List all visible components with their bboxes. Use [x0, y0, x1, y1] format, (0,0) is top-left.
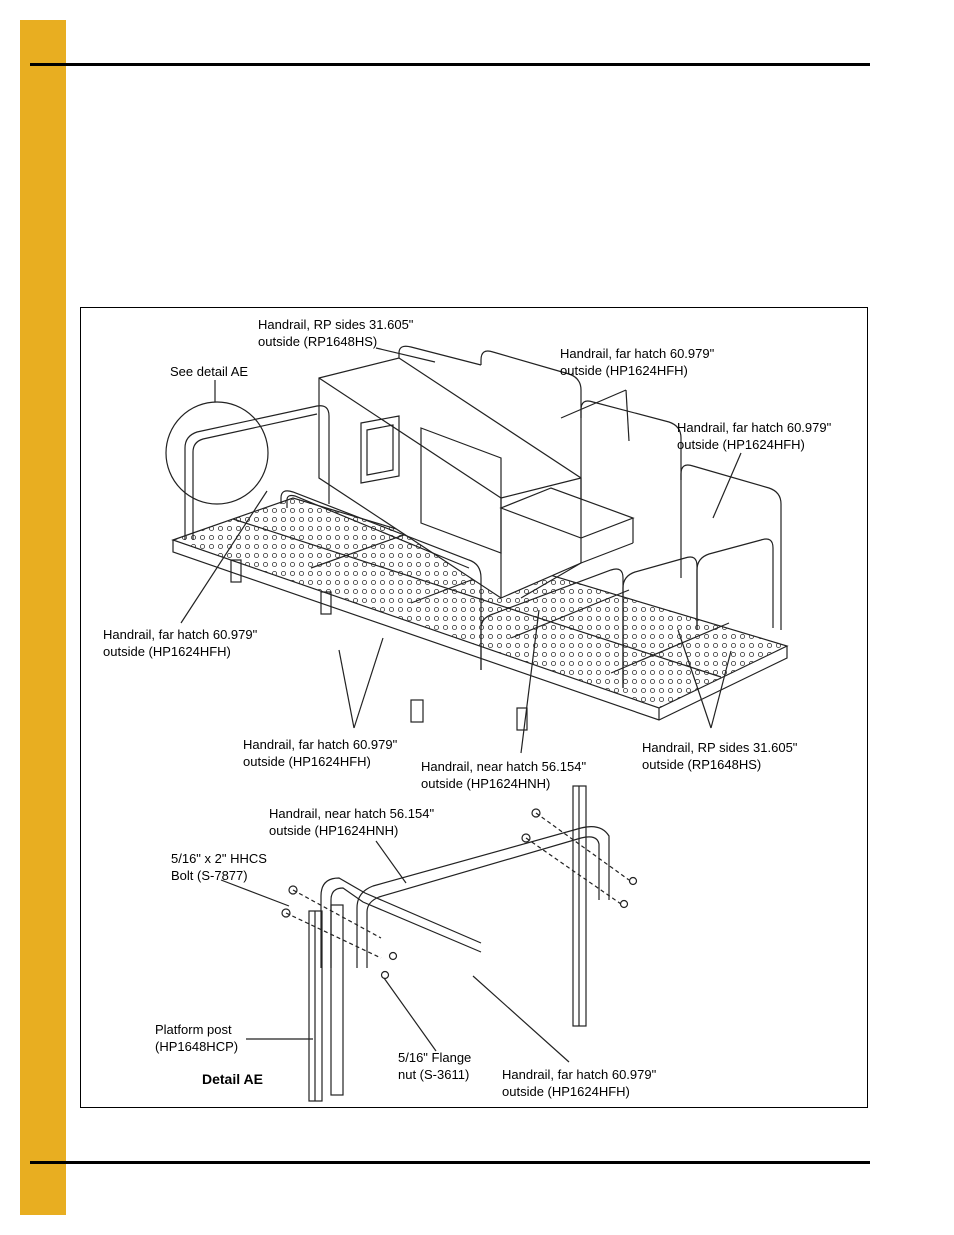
figure-frame: Handrail, RP sides 31.605" outside (RP16…	[80, 307, 868, 1108]
callout-line: Handrail, far hatch 60.979"	[502, 1067, 657, 1082]
platform-line-art	[165, 345, 789, 1102]
callout-line: Handrail, near hatch 56.154"	[269, 806, 435, 821]
callout-line: outside (HP1624HFH)	[243, 754, 371, 769]
detail-title: Detail AE	[202, 1071, 263, 1087]
callout-line: outside (HP1624HFH)	[560, 363, 688, 378]
callout-near-hatch-bottom: Handrail, near hatch 56.154" outside (HP…	[421, 758, 586, 792]
callout-line: (HP1648HCP)	[155, 1039, 239, 1054]
callout-line: Handrail, far hatch 60.979"	[103, 627, 258, 642]
callout-line: See detail AE	[170, 364, 249, 379]
detail-callout-flange-nut: 5/16" Flange nut (S-3611)	[398, 1049, 471, 1083]
callout-line: outside (HP1624HFH)	[502, 1084, 630, 1099]
callout-line: 5/16" Flange	[398, 1050, 472, 1065]
footer-rule	[30, 1161, 870, 1164]
callout-line: nut (S-3611)	[398, 1067, 470, 1082]
callout-line: outside (HP1624HNH)	[269, 823, 399, 838]
callout-far-hatch-right: Handrail, far hatch 60.979" outside (HP1…	[677, 419, 831, 453]
callout-far-hatch-left: Handrail, far hatch 60.979" outside (HP1…	[103, 626, 257, 660]
callout-far-hatch-bottom: Handrail, far hatch 60.979" outside (HP1…	[243, 736, 397, 770]
detail-callout-bolt: 5/16" x 2" HHCS Bolt (S-7877)	[171, 850, 267, 884]
callout-far-hatch-top: Handrail, far hatch 60.979" outside (HP1…	[560, 345, 714, 379]
detail-handrail	[320, 877, 482, 968]
callout-line: outside (HP1624HFH)	[677, 437, 805, 452]
callout-line: Handrail, far hatch 60.979"	[560, 346, 715, 361]
callout-line: Platform post	[155, 1022, 232, 1037]
detail-callout-near-hatch: Handrail, near hatch 56.154" outside (HP…	[269, 805, 434, 839]
callout-line: Handrail, RP sides 31.605"	[258, 317, 414, 332]
callout-rp-sides-top: Handrail, RP sides 31.605" outside (RP16…	[258, 316, 413, 350]
callout-line: outside (HP1624HNH)	[421, 776, 551, 791]
callout-line: Handrail, far hatch 60.979"	[243, 737, 398, 752]
callout-line: outside (RP1648HS)	[642, 757, 762, 772]
callout-line: Handrail, far hatch 60.979"	[677, 420, 832, 435]
callout-see-detail: See detail AE	[170, 363, 248, 380]
callout-line: outside (HP1624HFH)	[103, 644, 231, 659]
callout-line: Handrail, RP sides 31.605"	[642, 740, 798, 755]
detail-callout-post: Platform post (HP1648HCP)	[155, 1021, 238, 1055]
callout-rp-sides-bottom: Handrail, RP sides 31.605" outside (RP16…	[642, 739, 797, 773]
callout-line: Bolt (S-7877)	[171, 868, 248, 883]
side-color-tab	[20, 20, 66, 1215]
callout-line: outside (RP1648HS)	[258, 334, 378, 349]
detail-circle	[165, 401, 269, 505]
header-rule	[30, 63, 870, 66]
callout-line: Handrail, near hatch 56.154"	[421, 759, 587, 774]
detail-callout-far-hatch: Handrail, far hatch 60.979" outside (HP1…	[502, 1066, 656, 1100]
callout-line: 5/16" x 2" HHCS	[171, 851, 267, 866]
